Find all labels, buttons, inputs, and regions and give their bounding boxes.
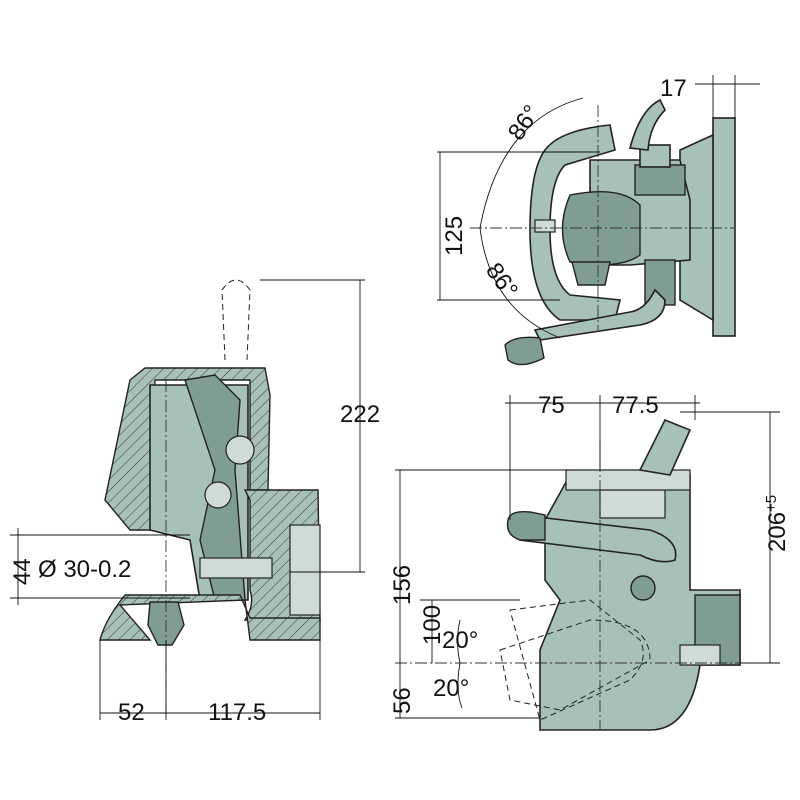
side-100-label: 100 [419,605,446,645]
section-lower-height-label: 44 [9,558,36,585]
hand-lever [519,514,677,563]
lever-knob [504,336,545,366]
spring [199,557,273,579]
side-angle-upper-label: 20° [442,627,478,654]
pivot-lower [204,481,232,509]
pin [571,261,611,286]
side-view: 75 77.5 206+5 156 100 56 20° 20° [389,392,791,731]
jaw [529,124,622,321]
upper-lever [638,418,692,476]
top-plate [599,489,666,519]
top-angle-upper-label: 86° [503,100,546,145]
pin-stub-side [679,644,721,666]
bore-label: Ø 30-0.2 [38,556,131,583]
plate-width-label: 17 [660,75,687,102]
pivot-upper [225,435,255,465]
section-height-label: 222 [340,401,380,428]
side-height-label: 206+5 [763,495,791,552]
top-handle [628,98,666,151]
section-width-right-label: 117.5 [208,699,266,726]
lever-grip [506,510,546,541]
housing-section [104,367,271,531]
mounting-plate [712,117,736,337]
side-width-right-label: 77.5 [612,392,659,419]
side-56-label: 56 [389,687,416,714]
spring-top [634,164,686,196]
lower-jaw [99,594,321,641]
pivot-bolt [630,575,656,601]
top-rim [565,469,691,491]
section-view: 222 44 Ø 30-0.2 52 117.5 [9,279,380,726]
side-angle-lower-label: 20° [433,675,469,702]
top-view: 125 86° 86° 17 [437,75,760,366]
lever-arm [533,288,666,341]
pin-stub [534,219,556,233]
top-angle-lower-label: 86° [480,258,523,303]
side-width-left-label: 75 [538,392,565,419]
plate-flange [289,524,321,616]
side-156-label: 156 [389,565,416,605]
top-height-label: 125 [441,216,468,256]
section-width-left-label: 52 [118,699,145,726]
